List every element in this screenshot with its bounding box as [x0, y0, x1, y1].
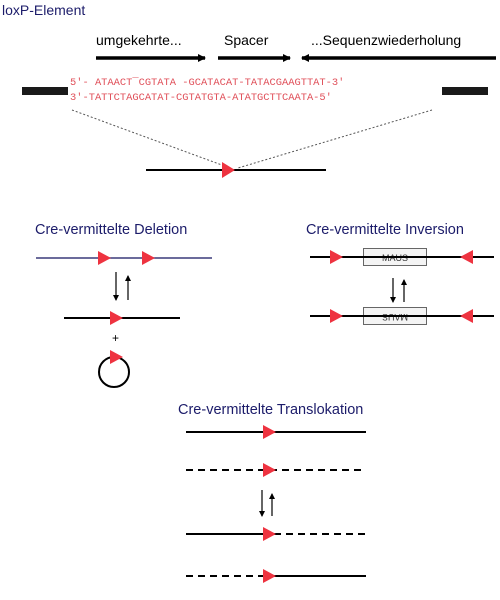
sequence-repeat-label: ...Sequenzwiederholung: [311, 32, 462, 48]
deletion-title: Cre-vermittelte Deletion: [35, 222, 188, 238]
inversion-title: Cre-vermittelte Inversion: [306, 222, 464, 238]
plus-sign: +: [112, 331, 120, 345]
loxp-site: [263, 463, 276, 477]
loxp-site: [110, 350, 123, 364]
loxp-site: [263, 425, 276, 439]
loxp-site: [263, 569, 276, 583]
loxp-site: [330, 309, 343, 323]
spacer-label: Spacer: [224, 32, 269, 48]
inverted-repeat-label: umgekehrte...: [96, 32, 182, 48]
main-title: loxP-Element: [2, 2, 86, 18]
translocation-title: Cre-vermittelte Translokation: [178, 402, 364, 418]
loxp-site: [222, 162, 235, 178]
loxp-site-reverse: [460, 309, 473, 323]
loxp-site: [98, 251, 111, 265]
flanking-dna-right: [442, 87, 488, 95]
loxp-site: [110, 311, 123, 325]
loxp-site: [263, 527, 276, 541]
loxp-site: [330, 250, 343, 264]
flanking-dna-left: [22, 87, 68, 95]
sequence-top-strand: 5'- ATAACT¯CGTATA -GCATACAT-TATACGAAGTTA…: [70, 77, 345, 89]
loxp-site-reverse: [460, 250, 473, 264]
loxp-site: [142, 251, 155, 265]
zoom-line-right: [237, 109, 433, 169]
zoom-line-left: [71, 109, 231, 169]
sequence-bottom-strand: 3'-TATTCTAGCATAT-CGTATGTA-ATATGCTTCAATA-…: [70, 92, 332, 104]
